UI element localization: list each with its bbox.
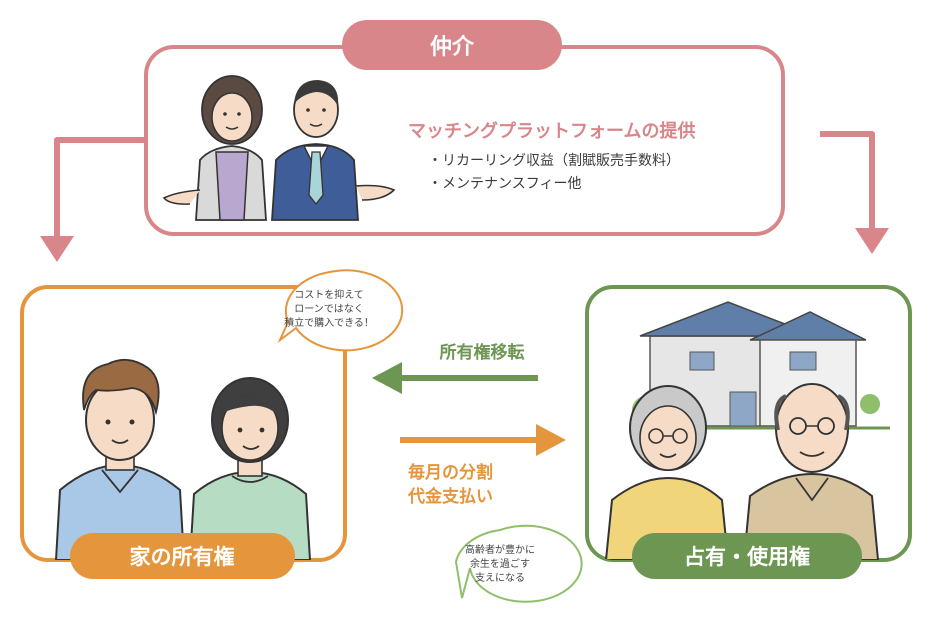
broker-man-illustration <box>271 80 396 221</box>
ownership-transfer-arrowhead <box>372 362 402 394</box>
broker-to-owner-arrowhead <box>40 236 74 262</box>
occupant-label-pill <box>632 533 862 579</box>
owner-label: 家の所有権 <box>130 545 235 569</box>
occupant-bubble-line-2: 余生を過ごす <box>470 557 530 570</box>
payment-arrowhead <box>536 424 566 456</box>
payment-label-line-2: 代金支払い <box>407 486 493 507</box>
owner-bubble-line-2: ローンではなく <box>294 303 364 315</box>
owner-speech-bubble <box>277 269 404 352</box>
broker-bullet-1: ・リカーリング収益（割賦販売手数料） <box>428 152 680 169</box>
owner-label-pill <box>70 533 295 579</box>
broker-bullet-2: ・メンテナンスフィー他 <box>428 176 581 192</box>
occupant-label: 占有・使用権 <box>684 545 810 569</box>
ownership-transfer-label: 所有権移転 <box>440 342 525 363</box>
broker-label: 仲介 <box>430 34 475 60</box>
broker-to-occupant-arrow <box>820 131 875 232</box>
broker-woman-illustration <box>162 75 267 221</box>
payment-label-line-1: 毎月の分割 <box>408 462 493 483</box>
broker-to-owner-arrow <box>54 137 146 240</box>
occupant-speech-bubble <box>454 524 583 603</box>
broker-label-pill <box>342 20 562 70</box>
broker-heading: マッチングプラットフォームの提供 <box>408 120 695 142</box>
occupant-bubble-line-1: 高齢者が豊かに <box>465 543 535 556</box>
broker-to-occupant-arrowhead <box>855 228 889 254</box>
occupant-bubble-line-3: 支えになる <box>475 572 525 584</box>
owner-bubble-line-3: 積立で購入できる！ <box>284 316 374 329</box>
owner-bubble-line-1: コストを抑えて <box>294 289 364 301</box>
